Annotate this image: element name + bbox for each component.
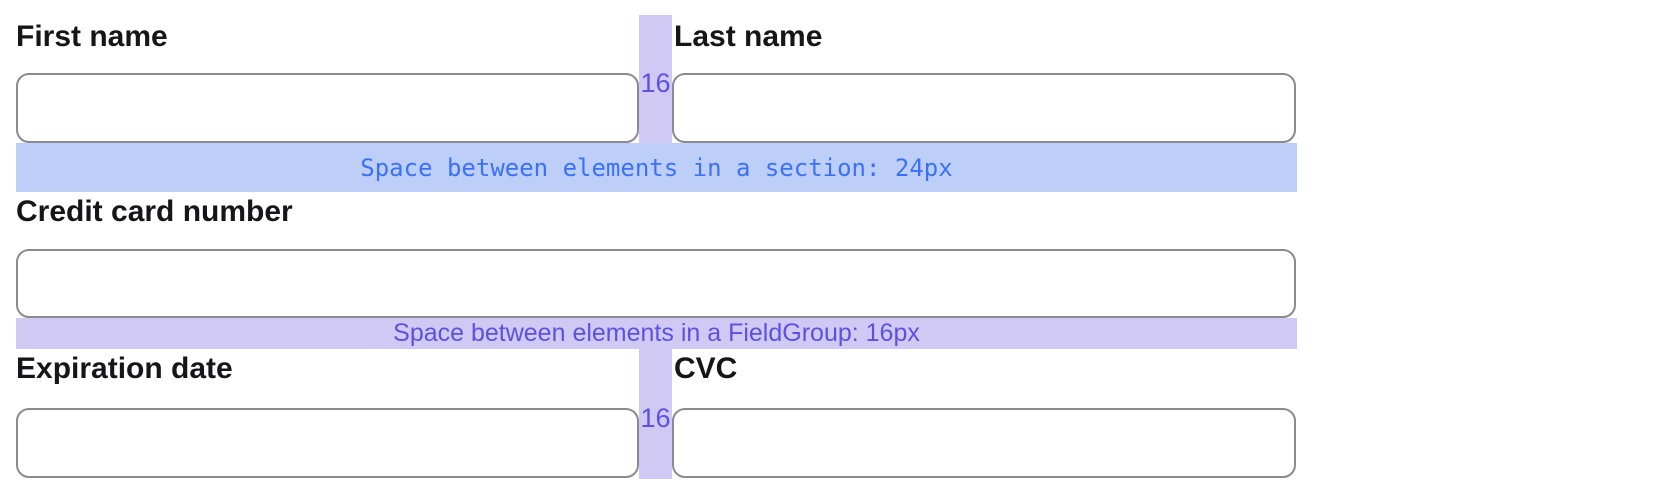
column-gap-size-label-bottom: 16 <box>640 403 671 433</box>
column-gap-size-label-top: 16 <box>640 68 671 98</box>
credit-card-number-input[interactable] <box>16 249 1296 318</box>
last-name-label: Last name <box>674 20 823 53</box>
last-name-input[interactable] <box>672 73 1296 143</box>
first-name-label: First name <box>16 20 168 53</box>
first-name-input[interactable] <box>16 73 639 143</box>
credit-card-number-label: Credit card number <box>16 195 293 228</box>
column-gap-highlight-top <box>639 15 672 143</box>
fieldgroup-spacing-note: Space between elements in a FieldGroup: … <box>393 319 920 347</box>
expiration-date-input[interactable] <box>16 408 639 478</box>
expiration-date-label: Expiration date <box>16 352 233 385</box>
column-gap-highlight-bottom <box>639 349 672 479</box>
fieldgroup-spacing-band: Space between elements in a FieldGroup: … <box>16 318 1297 349</box>
cvc-label: CVC <box>674 352 738 385</box>
cvc-input[interactable] <box>672 408 1296 478</box>
section-spacing-note: Space between elements in a section: 24p… <box>360 153 953 182</box>
section-spacing-band: Space between elements in a section: 24p… <box>16 143 1297 192</box>
